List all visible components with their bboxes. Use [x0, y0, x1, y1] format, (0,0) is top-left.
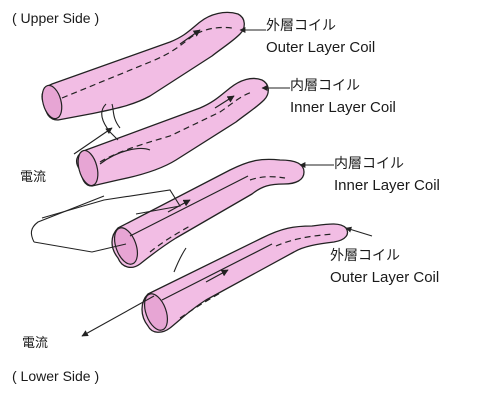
coil-4-label: 外層コイル Outer Layer Coil	[330, 246, 439, 288]
coil-1-label: 外層コイル Outer Layer Coil	[266, 16, 375, 58]
coil-3-label-en: Inner Layer Coil	[334, 175, 440, 196]
coil-2-label: 内層コイル Inner Layer Coil	[290, 76, 396, 118]
coil-2-label-jp: 内層コイル	[290, 76, 396, 97]
coil-1-label-jp: 外層コイル	[266, 16, 375, 37]
coil-3-label-jp: 内層コイル	[334, 154, 440, 175]
coil-3-label: 内層コイル Inner Layer Coil	[334, 154, 440, 196]
coil-4-label-en: Outer Layer Coil	[330, 267, 439, 288]
coil-2-label-en: Inner Layer Coil	[290, 97, 396, 118]
coil-4-label-jp: 外層コイル	[330, 246, 439, 267]
coil-1-label-en: Outer Layer Coil	[266, 37, 375, 58]
leader-lines	[240, 30, 372, 236]
lower-side-label: ( Lower Side )	[12, 368, 99, 384]
upper-side-label: ( Upper Side )	[12, 10, 99, 26]
current-label-top: 電流	[20, 166, 46, 185]
current-label-bottom: 電流	[22, 332, 48, 351]
